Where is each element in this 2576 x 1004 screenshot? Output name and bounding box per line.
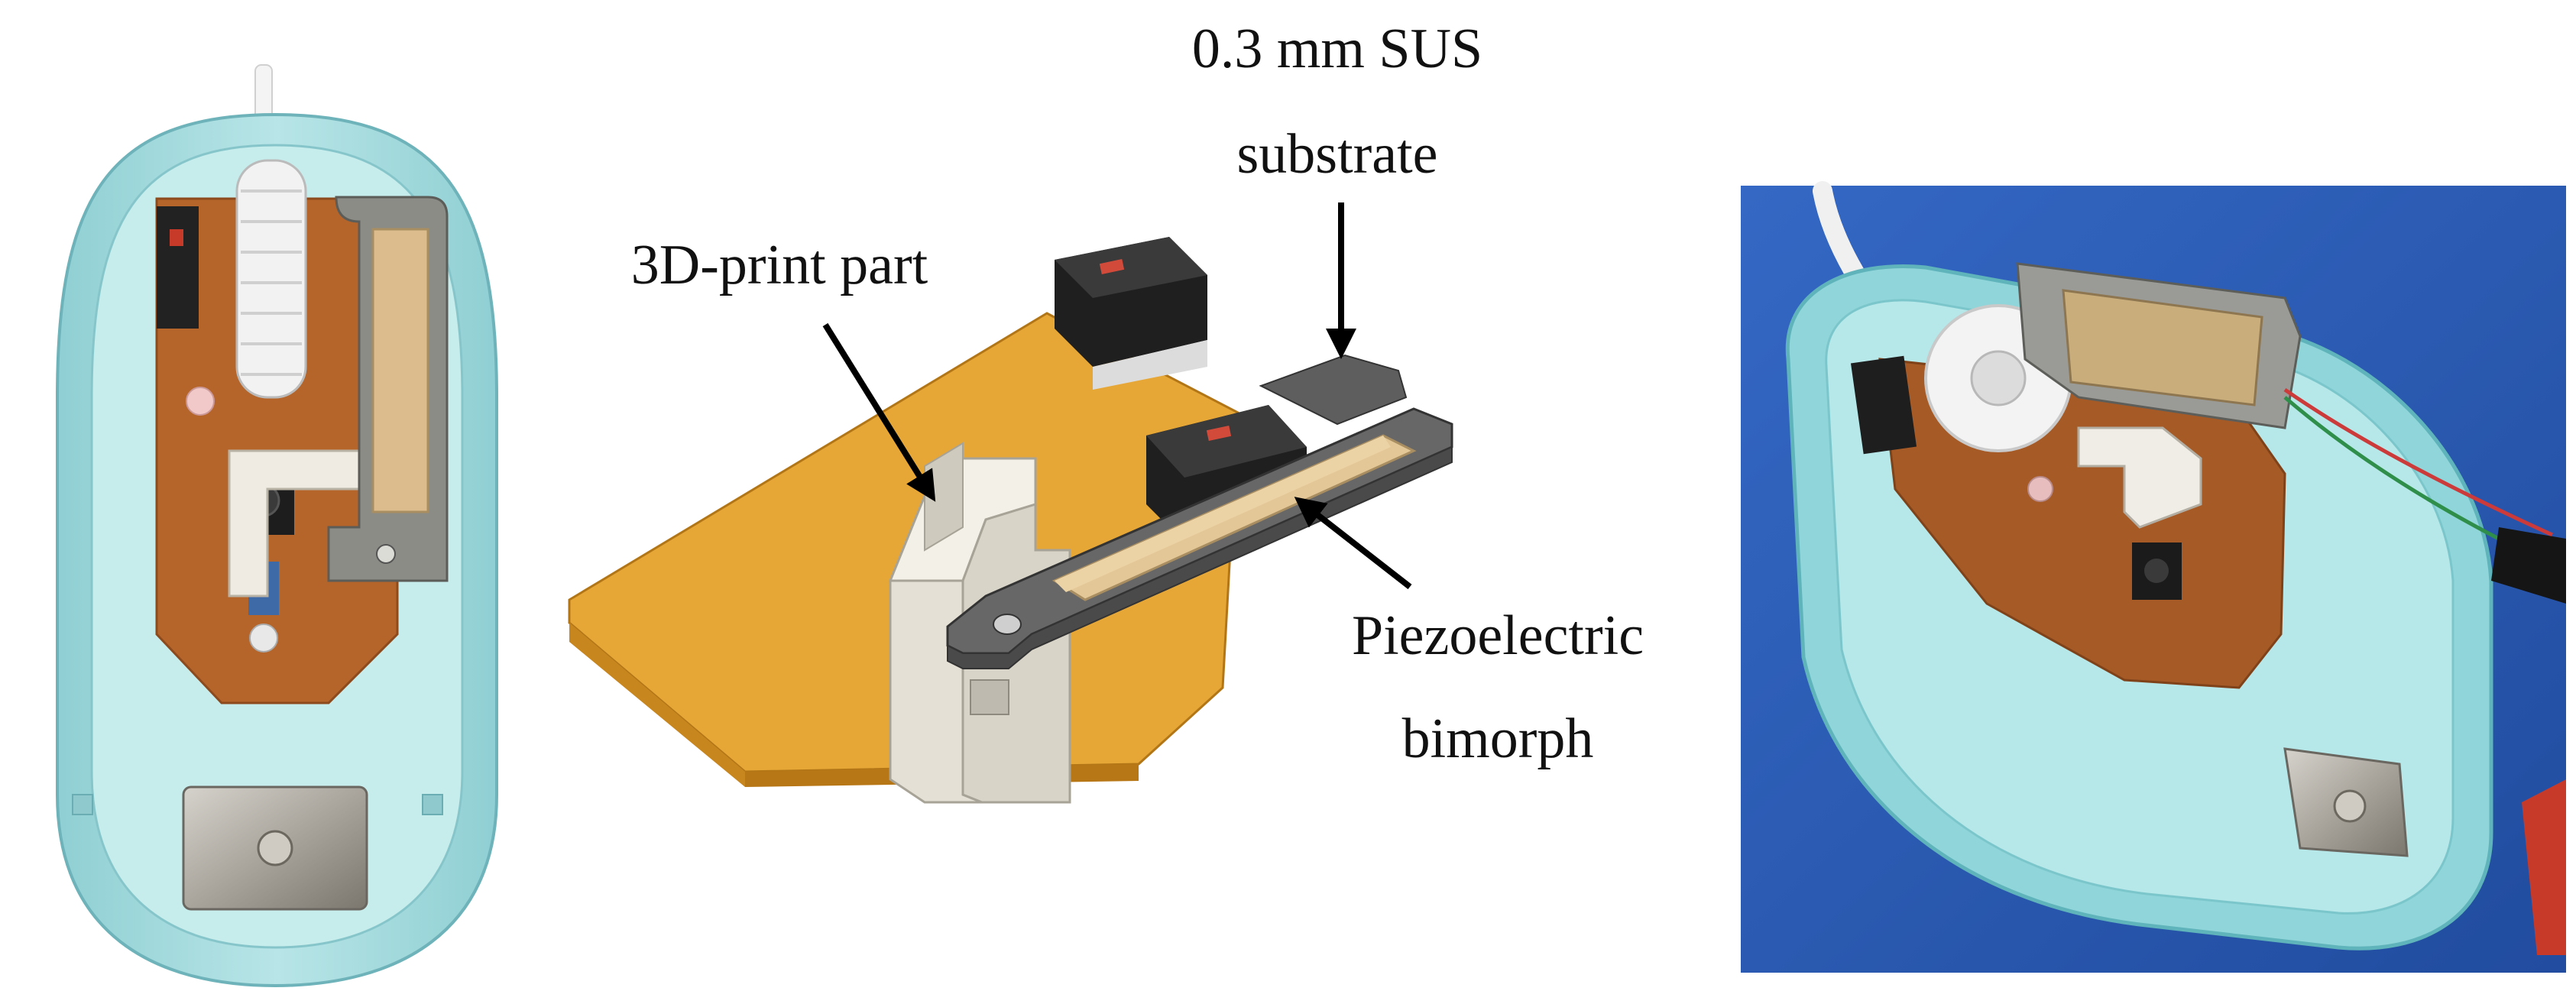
cad-plate-hole	[993, 614, 1022, 635]
shell-foot-left	[72, 794, 93, 815]
led-right	[2027, 476, 2053, 502]
cad-switch-back	[1055, 237, 1207, 390]
sensor-lens-right	[2144, 559, 2169, 583]
micro-switch	[157, 206, 199, 329]
label-piezo-line2: bimorph	[1401, 708, 1594, 770]
alligator-clip-red	[2522, 779, 2566, 955]
weight-screw-right	[2333, 789, 2367, 823]
arrow-diagonal-icon	[1294, 497, 1412, 590]
piezo-right	[2062, 289, 2263, 406]
label-3d-print-part: 3D-print part	[630, 234, 928, 296]
wheel-hub	[1970, 350, 2027, 406]
wire-red	[2283, 387, 2554, 537]
cad-piezo-top	[1055, 436, 1391, 592]
cad-pcb-side-left	[569, 623, 745, 787]
annotation-arrows	[822, 202, 1412, 590]
led	[186, 387, 215, 416]
label-sus-substrate-line2: substrate	[1236, 123, 1438, 186]
cad-render	[568, 237, 1453, 804]
right-photo-mouse	[1741, 181, 2566, 973]
left-photo-mouse	[56, 64, 498, 988]
wheel-treads	[241, 189, 302, 376]
plate-hole	[376, 544, 396, 564]
label-piezo-line1: Piezoelectric	[1351, 604, 1644, 667]
label-sus-substrate-line1: 0.3 mm SUS	[1191, 18, 1483, 80]
ir-led	[249, 623, 278, 653]
shell-foot-right	[422, 794, 443, 815]
alligator-clip-black	[2491, 527, 2566, 604]
piezo-photo	[371, 228, 429, 513]
print-part-right	[2077, 426, 2202, 529]
switch-right	[1850, 355, 1917, 455]
arrow-diagonal-icon	[822, 322, 936, 502]
weight-screw	[257, 830, 293, 866]
switch-button	[170, 229, 183, 246]
scroll-wheel	[235, 159, 307, 399]
